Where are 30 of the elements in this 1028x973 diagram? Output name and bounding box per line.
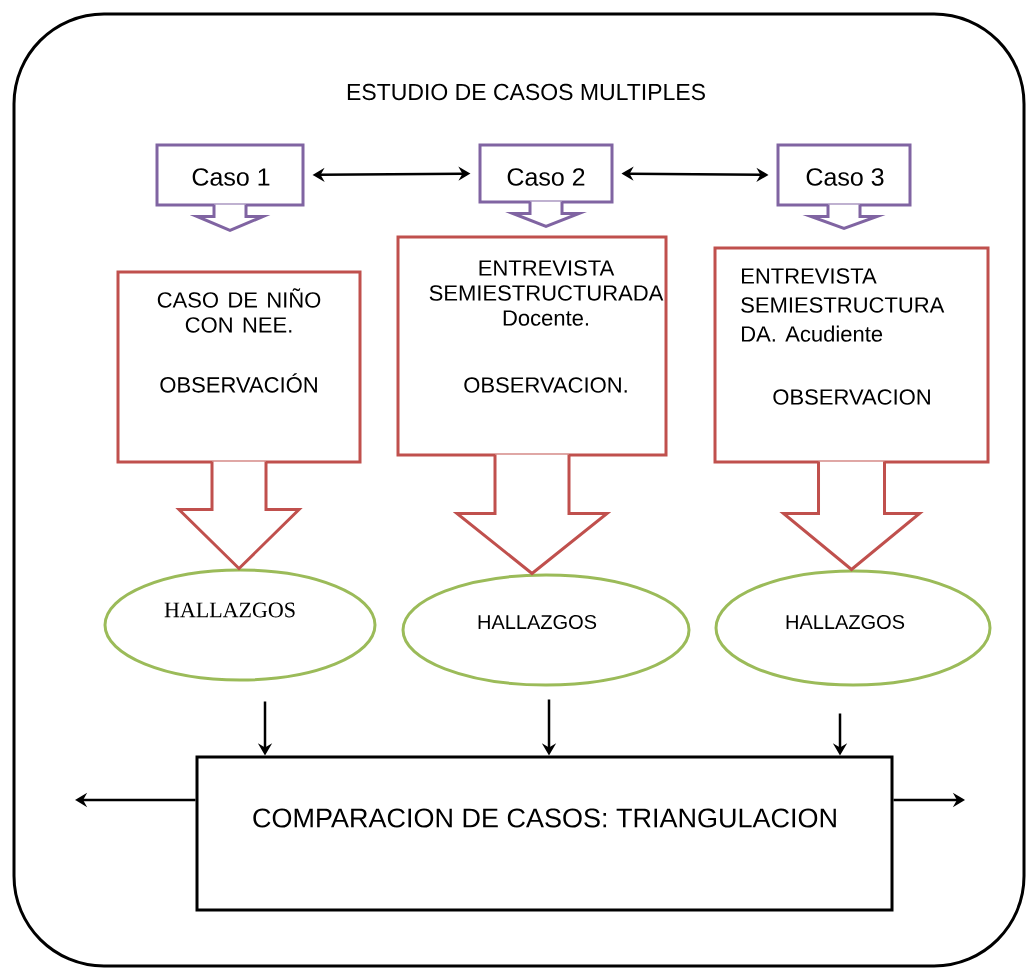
method-callout (396, 235, 668, 457)
box-text: HALLAZGOS (164, 602, 295, 618)
case-callout (776, 143, 912, 207)
case-callout (478, 143, 614, 204)
box-text: Caso 1 (192, 168, 270, 186)
block-arrow (505, 200, 587, 229)
block-arrow (175, 460, 303, 571)
box-text: OBSERVACIÓN (160, 373, 317, 393)
box-text: OBSERVACION. (464, 377, 627, 393)
box-text: HALLAZGOS (786, 614, 905, 630)
method-callout (116, 270, 362, 464)
block-arrow (189, 203, 271, 233)
title: ESTUDIO DE CASOS MULTIPLES (347, 83, 705, 101)
comparison-box (195, 755, 894, 912)
findings-ellipse (401, 573, 691, 687)
box-text: Caso 3 (806, 168, 884, 186)
box-text: Caso 2 (507, 168, 585, 186)
block-arrow (802, 203, 886, 231)
box-text: ENTREVISTA SEMIESTRUCTURADA Docente. (429, 260, 664, 326)
box-text: CASO DE NIÑO CON NEE. (157, 288, 321, 333)
case-callout (155, 143, 305, 207)
box-text: COMPARACION DE CASOS: TRIANGULACION (253, 808, 836, 828)
findings-ellipse (103, 568, 377, 682)
box-text: ENTREVISTA SEMIESTRUCTURA DA. Acudiente (741, 268, 945, 342)
findings-ellipse (714, 569, 992, 687)
box-text: OBSERVACION (773, 389, 930, 405)
box-text: HALLAZGOS (478, 614, 597, 630)
block-arrow (779, 460, 924, 572)
block-arrow (452, 453, 612, 576)
method-callout (713, 246, 990, 464)
